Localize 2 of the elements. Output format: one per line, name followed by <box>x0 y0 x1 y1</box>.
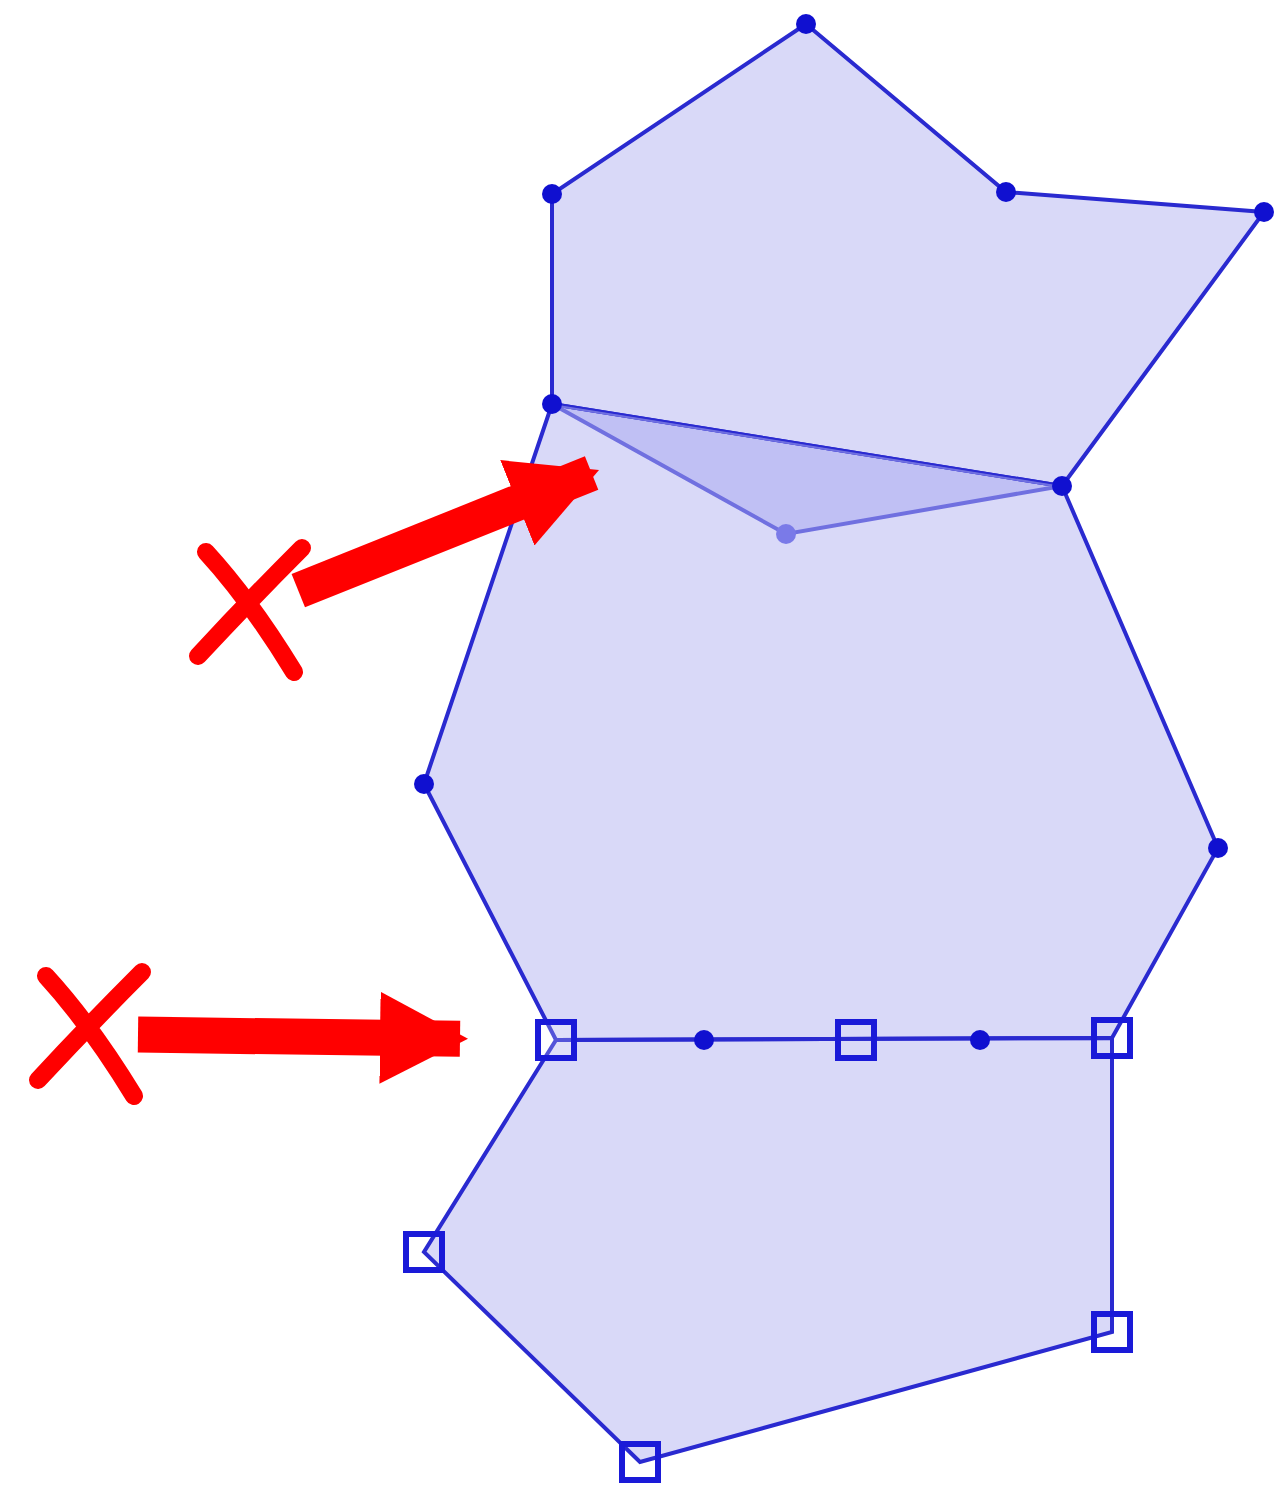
arrow <box>291 456 600 608</box>
arrow <box>137 991 468 1084</box>
